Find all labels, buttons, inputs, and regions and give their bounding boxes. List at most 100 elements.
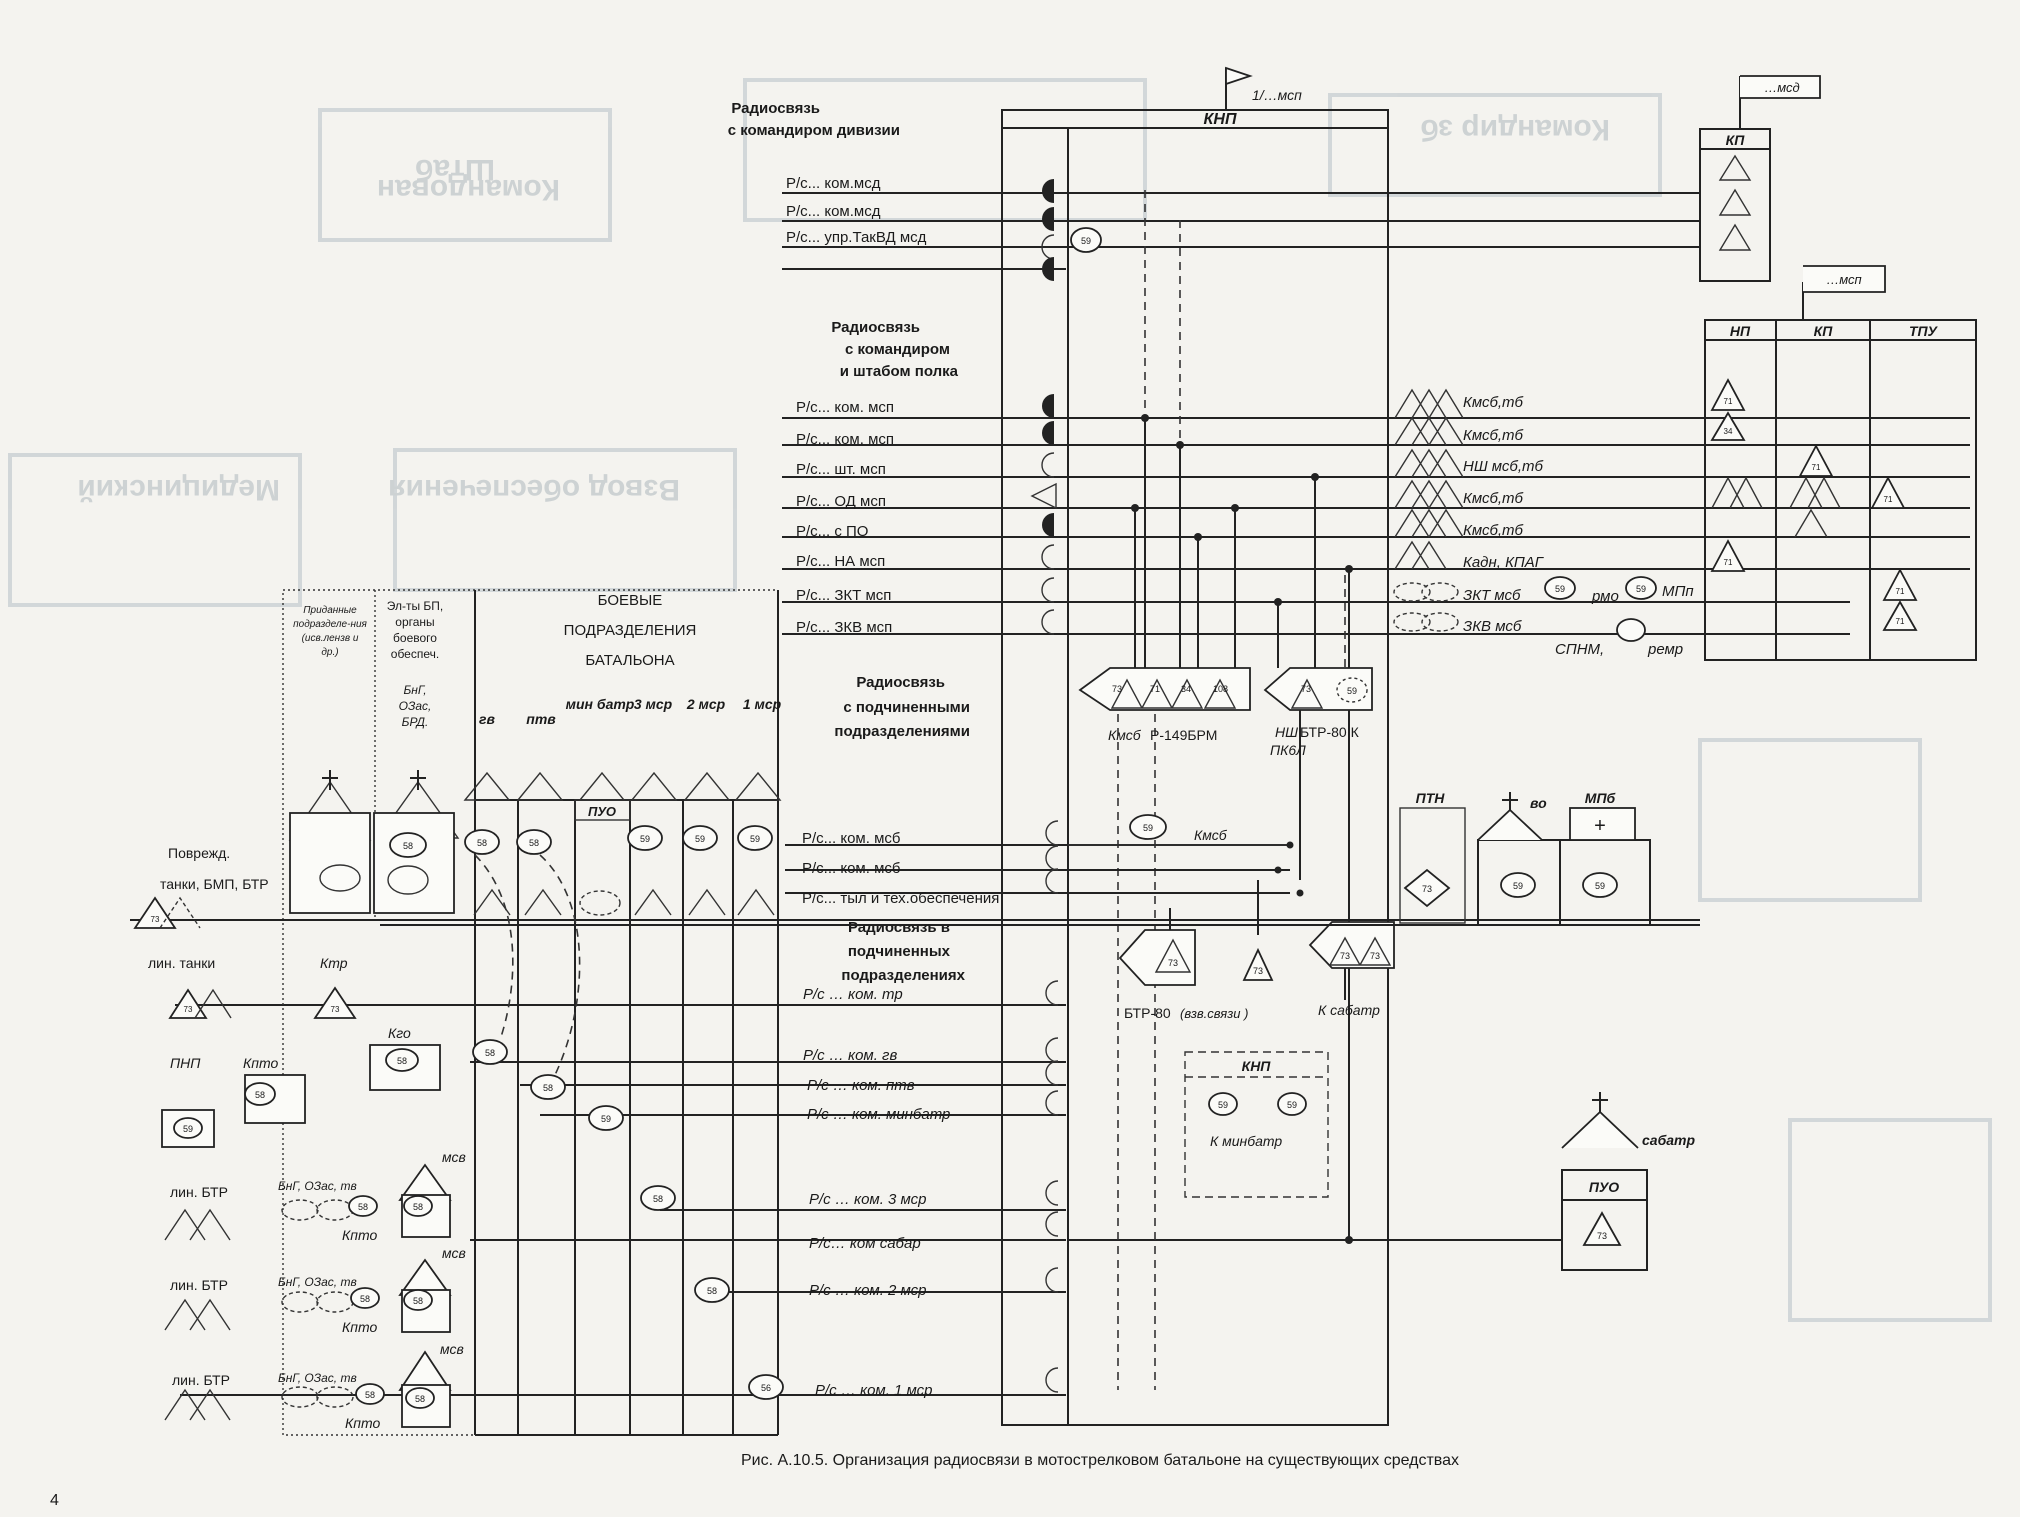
right-labels: Кмсб,тб Кмсб,тб НШ мсб,тб Кмсб,тб Кмсб,т… (1463, 394, 1694, 658)
svg-text:КНП: КНП (1204, 111, 1237, 128)
sub-nets: Р/с... ком. мсб Р/с... ком. мсб Р/с... т… (380, 820, 1700, 926)
svg-text:71: 71 (1724, 558, 1733, 567)
bus-lines (1068, 190, 1353, 1390)
heading-div: Радиосвязь с командиром дивизии (728, 100, 900, 139)
svg-text:34: 34 (1181, 684, 1191, 694)
svg-text:др.): др.) (321, 647, 338, 658)
svg-text:с командиром дивизии: с командиром дивизии (728, 122, 900, 139)
regiment-nets: Р/с... ком. мсп Р/с... ком. мсп Р/с... ш… (782, 394, 1970, 636)
svg-text:Р/с … ком. тр: Р/с … ком. тр (803, 986, 903, 1003)
svg-text:58: 58 (529, 838, 539, 848)
svg-text:Кмсб: Кмсб (1194, 827, 1228, 843)
svg-text:59: 59 (1636, 584, 1646, 594)
svg-text:Р/с... ЗКВ мсп: Р/с... ЗКВ мсп (796, 619, 892, 636)
svg-text:Р/с … ком. 3 мср: Р/с … ком. 3 мср (809, 1191, 927, 1208)
svg-text:Р/с... ЗКТ мсп: Р/с... ЗКТ мсп (796, 587, 891, 604)
svg-text:59: 59 (1218, 1100, 1228, 1110)
svg-text:ЗКВ мсб: ЗКВ мсб (1463, 618, 1522, 635)
svg-text:лин. танки: лин. танки (148, 955, 215, 971)
svg-text:Радиосвязь: Радиосвязь (731, 100, 820, 117)
svg-text:71: 71 (1812, 463, 1821, 472)
svg-text:с командиром: с командиром (845, 341, 950, 358)
svg-text:МПп: МПп (1662, 583, 1694, 600)
internal-nets: Р/с … ком. тр Р/с … ком. гв Р/с … ком. п… (175, 980, 1066, 1399)
svg-text:подразделениями: подразделениями (834, 723, 970, 740)
svg-text:(исв.лензв и: (исв.лензв и (302, 633, 359, 644)
svg-text:БТР-80: БТР-80 (1124, 1005, 1171, 1021)
svg-text:108: 108 (1213, 684, 1228, 694)
svg-text:73: 73 (1370, 951, 1380, 961)
svg-text:ремр: ремр (1647, 641, 1683, 658)
heading-subordinate: Радиосвязь с подчиненными подразделениям… (834, 674, 970, 740)
svg-text:58: 58 (358, 1202, 368, 1212)
svg-text:подразделе-ния: подразделе-ния (293, 619, 367, 630)
svg-text:К минбатр: К минбатр (1210, 1133, 1282, 1149)
svg-text:59: 59 (601, 1114, 611, 1124)
svg-text:Р/с … ком. 1 мср: Р/с … ком. 1 мср (815, 1382, 933, 1399)
svg-text:Р/с … ком. минбатр: Р/с … ком. минбатр (807, 1106, 950, 1123)
svg-text:БАТАЛЬОНА: БАТАЛЬОНА (585, 652, 674, 669)
battalion-table: Приданные подразделе-ния (исв.лензв и др… (130, 589, 1700, 1436)
svg-text:мсв: мсв (442, 1149, 466, 1165)
svg-text:Ктр: Ктр (320, 955, 348, 971)
svg-text:НШ мсб,тб: НШ мсб,тб (1463, 458, 1544, 475)
svg-text:58: 58 (653, 1194, 663, 1204)
svg-text:73: 73 (151, 915, 160, 924)
svg-text:ОЗас,: ОЗас, (399, 699, 432, 713)
svg-text:58: 58 (413, 1202, 423, 1212)
svg-text:59: 59 (640, 834, 650, 844)
svg-text:мин батр: мин батр (566, 696, 635, 712)
svg-text:лин. БТР: лин. БТР (170, 1277, 228, 1293)
svg-text:мсв: мсв (440, 1341, 464, 1357)
svg-text:БнГ, ОЗас, тв: БнГ, ОЗас, тв (278, 1179, 357, 1193)
svg-text:Р-149БРМ: Р-149БРМ (1150, 727, 1217, 743)
svg-text:БОЕВЫЕ: БОЕВЫЕ (598, 592, 663, 609)
svg-text:58: 58 (707, 1286, 717, 1296)
div-nets: Р/с... ком.мсд Р/с... ком.мсд Р/с... упр… (782, 175, 1700, 281)
svg-text:лин. БТР: лин. БТР (170, 1184, 228, 1200)
triangle-stacks: 59 59 (1393, 388, 1657, 642)
svg-text:71: 71 (1896, 587, 1905, 596)
svg-text:БнГ,: БнГ, (403, 683, 426, 697)
svg-text:сабатр: сабатр (1642, 1132, 1695, 1148)
svg-text:71: 71 (1150, 684, 1160, 694)
svg-text:ПОДРАЗДЕЛЕНИЯ: ПОДРАЗДЕЛЕНИЯ (564, 622, 697, 639)
svg-text:58: 58 (543, 1083, 553, 1093)
svg-text:Радиосвязь: Радиосвязь (856, 674, 945, 691)
svg-text:Р/с… ком сабар: Р/с… ком сабар (809, 1235, 921, 1252)
svg-text:Р/с... с ПО: Р/с... с ПО (796, 523, 868, 540)
svg-text:59: 59 (1143, 823, 1153, 833)
svg-text:подчиненных: подчиненных (848, 943, 951, 960)
svg-text:лин. БТР: лин. БТР (172, 1372, 230, 1388)
svg-text:подразделениях: подразделениях (841, 967, 965, 984)
svg-text:и штабом полка: и штабом полка (840, 363, 959, 380)
vehicles-knp: 73 71 34 108 73 59 Кмсб Р-149БРМ НШ ПК6Л… (1078, 667, 1395, 1198)
svg-text:73: 73 (331, 1005, 340, 1014)
svg-text:ПНП: ПНП (170, 1055, 201, 1071)
svg-text:танки, БМП, БТР: танки, БМП, БТР (160, 876, 269, 892)
ptn-block: ПТН 73 во МПб + 59 59 (1399, 790, 1651, 926)
svg-text:Кмсб,тб: Кмсб,тб (1463, 427, 1524, 444)
svg-text:1/…мсп: 1/…мсп (1252, 87, 1302, 103)
svg-text:73: 73 (184, 1005, 193, 1014)
svg-text:59: 59 (1081, 236, 1091, 246)
background-show-through: Штаб Командован Медицинский Взвод обеспе… (8, 78, 1992, 1322)
svg-text:73: 73 (1253, 966, 1263, 976)
heading-within: Радиосвязь в подчиненных подразделениях (841, 919, 965, 984)
svg-text:Р/с … ком. гв: Р/с … ком. гв (803, 1047, 897, 1064)
svg-text:ЗКТ мсб: ЗКТ мсб (1463, 587, 1521, 604)
svg-text:58: 58 (403, 841, 413, 851)
svg-text:Кмсб,тб: Кмсб,тб (1463, 490, 1524, 507)
svg-text:Командир зб: Командир зб (1420, 113, 1610, 146)
svg-text:59: 59 (750, 834, 760, 844)
svg-text:Р/с... тыл и тех.обеспечения: Р/с... тыл и тех.обеспечения (802, 890, 999, 907)
svg-text:СПНМ,: СПНМ, (1555, 641, 1604, 658)
svg-text:мсв: мсв (442, 1245, 466, 1261)
sabatr-block: сабатр ПУО 73 (1349, 1092, 1695, 1271)
svg-text:2 мср: 2 мср (686, 696, 726, 712)
svg-text:Кпто: Кпто (243, 1055, 278, 1071)
svg-text:обеспеч.: обеспеч. (391, 647, 439, 661)
svg-text:Кадн, КПАГ: Кадн, КПАГ (1463, 554, 1545, 571)
svg-text:КНП: КНП (1242, 1058, 1272, 1074)
kp-division-box: КП …мсд (1699, 75, 1821, 282)
